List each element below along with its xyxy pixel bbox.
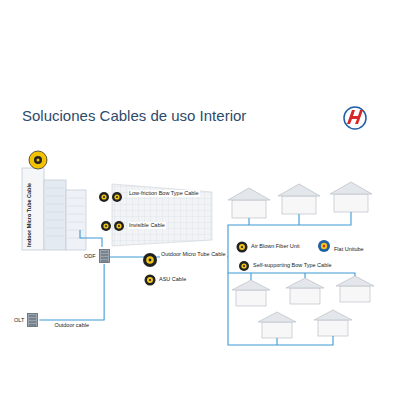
cable-reel: [318, 240, 330, 252]
equipment-node: ODF: [82, 248, 111, 264]
house: [262, 322, 292, 338]
roof: [228, 188, 270, 200]
house: [340, 286, 370, 302]
reel-core: [147, 277, 153, 283]
reel-core: [241, 263, 246, 268]
reel-hub: [116, 196, 118, 198]
cable-reel: [112, 192, 122, 202]
reel-hub: [149, 279, 151, 281]
reel-core: [239, 244, 245, 250]
reel-rim: [318, 240, 330, 252]
tower-windows: [46, 188, 84, 238]
tower: [66, 190, 86, 250]
houses: [228, 182, 374, 338]
logo-ring: [344, 107, 366, 129]
house: [290, 288, 320, 304]
reel-rim: [237, 242, 248, 253]
equipment-label: ODF: [83, 253, 97, 260]
reel-rim: [101, 221, 111, 231]
roof: [330, 182, 372, 194]
reel-hub: [37, 159, 40, 162]
cable-reel: [143, 253, 157, 267]
reel-hub: [118, 225, 120, 227]
cable-label: Outdoor Micro Tube Cable: [160, 251, 227, 258]
house: [232, 200, 266, 218]
roof: [314, 310, 352, 320]
reel-core: [146, 256, 154, 264]
reel-hub: [241, 246, 243, 248]
cable-reel: [145, 275, 156, 286]
rack-body: [28, 314, 38, 327]
wall-block: [112, 184, 212, 246]
cable-label: ASU Cable: [158, 276, 187, 283]
roof: [232, 280, 270, 290]
reel-rim: [114, 221, 124, 231]
fiber-cables: [80, 212, 355, 345]
cable: [80, 230, 102, 247]
reel-core: [101, 194, 106, 199]
reel-core: [116, 223, 121, 228]
reel-hub: [105, 225, 107, 227]
cable-label: Low-friction Bow Type Cable: [128, 190, 200, 197]
house: [318, 320, 348, 336]
cable-label: Self-supporting Bow Type Cable: [252, 262, 332, 269]
logo-mark: [347, 110, 363, 124]
wall-grid: [112, 184, 212, 246]
roof: [278, 184, 320, 196]
reel-core: [114, 194, 119, 199]
cable: [228, 273, 333, 345]
cable-reel: [99, 192, 109, 202]
tower: [44, 180, 66, 250]
fiber-connector: [39, 264, 104, 320]
reel-rim: [99, 192, 109, 202]
equipment-label: OLT: [13, 317, 25, 324]
reel-core: [103, 223, 108, 228]
reel-hub: [149, 259, 152, 262]
reel-rim: [145, 275, 156, 286]
reel-rim: [112, 192, 122, 202]
rack-slots: [101, 252, 108, 261]
reel-rim: [29, 151, 47, 169]
house: [282, 196, 316, 214]
reel-rim: [143, 253, 157, 267]
reel-hub: [103, 196, 105, 198]
edge-label: Outdoor cable: [53, 322, 90, 329]
reel-hub: [323, 245, 325, 247]
rack-icon: [99, 249, 110, 263]
house: [334, 194, 368, 212]
rack-slots: [29, 316, 36, 325]
rack-body: [99, 250, 109, 263]
cable-label: Invisible Cable: [128, 222, 166, 229]
tower: [22, 168, 44, 250]
roof: [336, 276, 374, 286]
reel-core: [34, 156, 42, 164]
equipment-node: OLT: [12, 312, 39, 328]
page-title: Soluciones Cables de uso Interior: [22, 107, 246, 124]
towers: [22, 168, 86, 250]
house: [236, 290, 266, 306]
cable: [228, 257, 355, 280]
rack-icon: [27, 313, 38, 327]
roof: [258, 312, 296, 322]
cable-label: Indoor Micro Tube Cable: [26, 182, 33, 248]
cable-label: Air Blown Fiber Unit: [250, 243, 301, 250]
reel-hub: [243, 265, 245, 267]
wall: [112, 184, 212, 246]
reel-core: [321, 243, 327, 249]
cable-label: Flat Unitube: [333, 246, 365, 253]
logo: [344, 107, 366, 129]
reel-rim: [239, 261, 249, 271]
cable-reel: [114, 221, 124, 231]
cable-reel: [29, 151, 47, 169]
cable-reel: [237, 242, 248, 253]
cable-reel: [101, 221, 111, 231]
reels: [99, 192, 330, 286]
roof: [286, 278, 324, 288]
cable-reel: [239, 261, 249, 271]
